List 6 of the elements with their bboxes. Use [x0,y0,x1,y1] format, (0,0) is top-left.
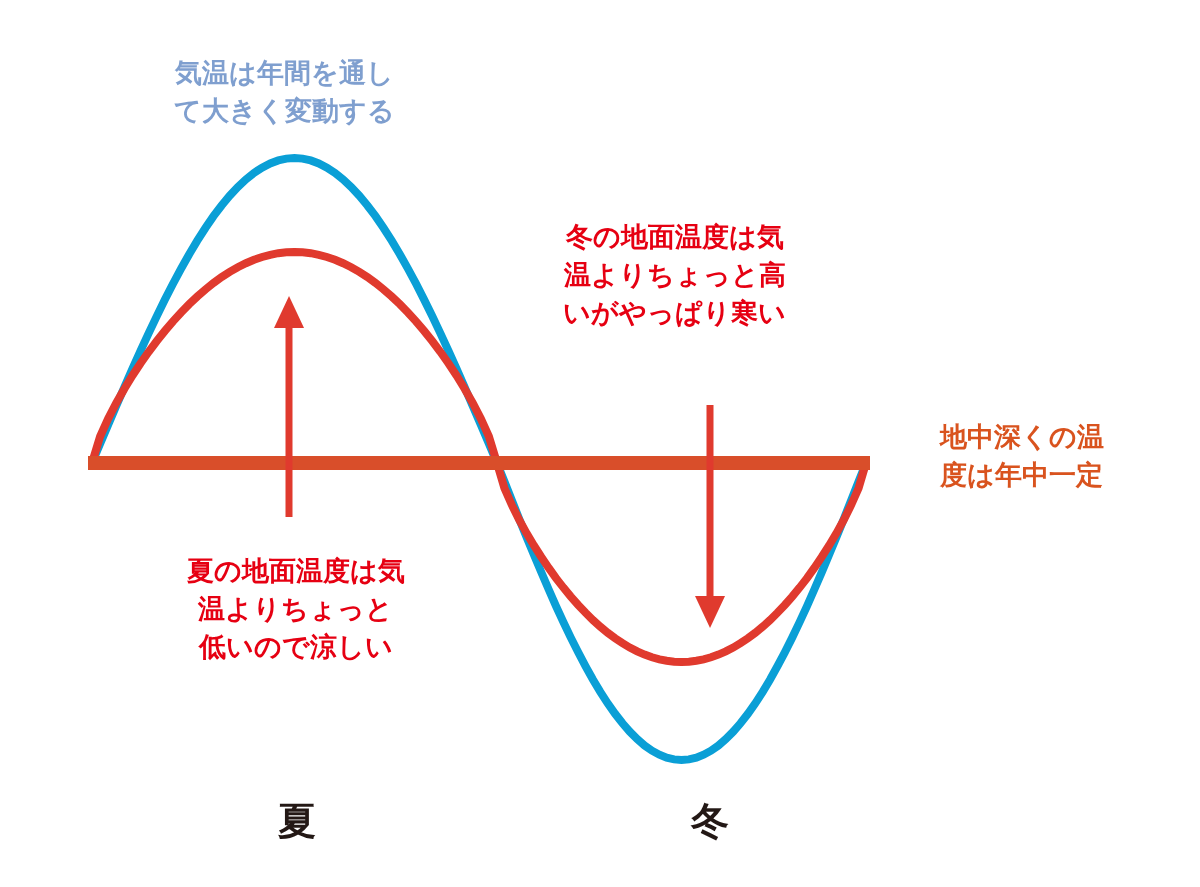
season-label: 夏 [277,798,317,845]
annotation-text: 気温は年間を通して大きく変動する [173,56,397,128]
annotation-text: 地中深くの温度は年中一定 [938,420,1105,492]
season-label: 冬 [690,798,730,845]
annotation-text: 夏の地面温度は気温よりちょっと低いので涼しい [186,554,406,664]
annotation-text: 冬の地面温度は気温よりちょっと高いがやっぱり寒い [562,220,788,330]
